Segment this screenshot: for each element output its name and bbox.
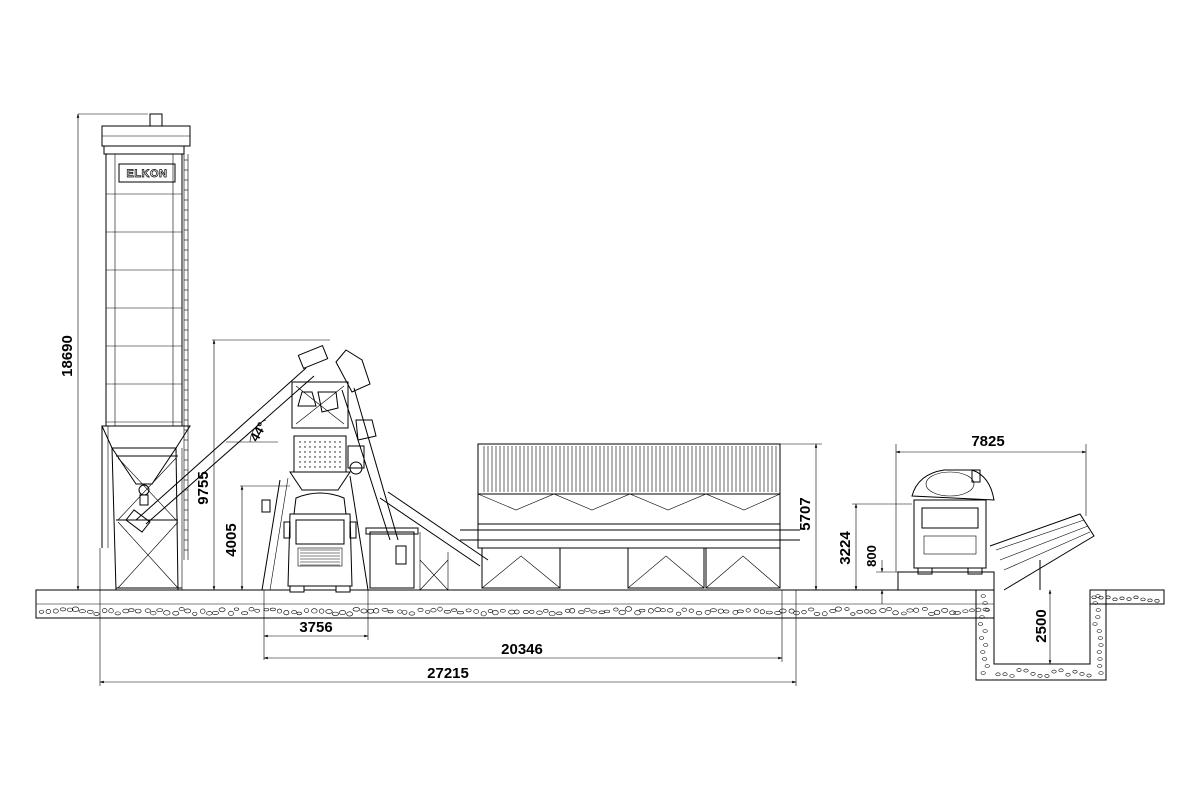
inclined-belt-conveyor: [379, 491, 489, 591]
dim-overall-length: 27215: [427, 665, 469, 682]
dimension-lines: [76, 113, 1087, 686]
pit-gravel-texture: [978, 594, 1104, 678]
ramp-mixer-truck: [911, 469, 995, 575]
dim-silo-height: 18690: [59, 335, 76, 377]
mixer-truck-front-view: [283, 492, 357, 593]
dim-discharge-height: 4005: [223, 523, 240, 556]
cement-screw-conveyor: [125, 344, 329, 533]
dim-pit-depth: 2500: [1033, 609, 1050, 642]
dim-plant-length: 20346: [501, 641, 543, 658]
mixer-tower: [261, 349, 399, 591]
ground-slab: [35, 589, 1165, 619]
dim-ramp-height: 3224: [837, 531, 854, 565]
truck-pit: [975, 590, 1107, 681]
silo-brand-logo: ELKON: [127, 168, 168, 180]
dim-aggregate-bin-height: 5707: [797, 497, 814, 530]
gravel-texture: [38, 595, 1160, 617]
cement-silo: ELKON: [101, 113, 191, 591]
dim-truck-width: 3756: [299, 619, 332, 636]
dim-ramp-base-height: 800: [864, 545, 879, 567]
dim-ramp-length: 7825: [971, 433, 1004, 450]
aggregate-bins: [460, 443, 800, 589]
loading-ramp: [897, 513, 1095, 591]
control-cabin: [365, 527, 419, 589]
dim-mixer-structure-height: 9755: [195, 471, 212, 504]
